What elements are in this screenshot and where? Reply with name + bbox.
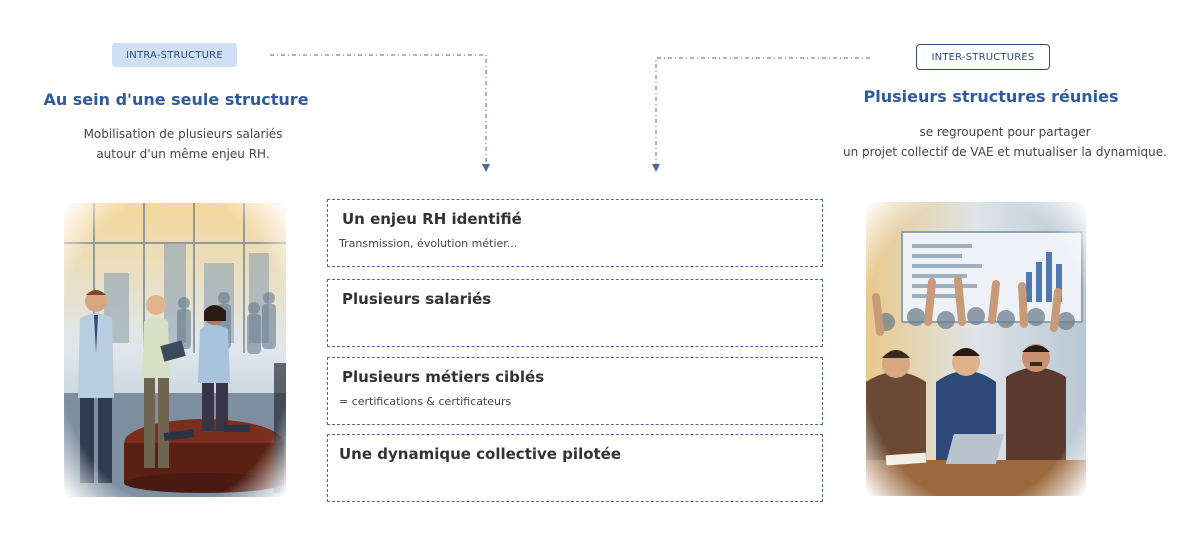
box-title: Une dynamique collective pilotée bbox=[339, 445, 622, 463]
inter-structures-heading: Plusieurs structures réunies bbox=[863, 87, 1119, 106]
box-metiers-cibles: Plusieurs métiers ciblés = certification… bbox=[327, 357, 823, 425]
box-enjeu-rh: Un enjeu RH identifié Transmission, évol… bbox=[327, 199, 823, 267]
box-title: Un enjeu RH identifié bbox=[342, 210, 522, 228]
audience-raising-hands-illustration bbox=[866, 202, 1086, 496]
box-title: Plusieurs métiers ciblés bbox=[342, 368, 545, 386]
intra-structure-heading: Au sein d'une seule structure bbox=[43, 90, 309, 109]
inter-structures-tag: INTER-STRUCTURES bbox=[916, 44, 1050, 70]
box-dynamique-collective: Une dynamique collective pilotée bbox=[327, 434, 823, 502]
intra-desc-line-1: Mobilisation de plusieurs salariés bbox=[83, 127, 283, 141]
intra-structure-tag: INTRA-STRUCTURE bbox=[112, 43, 237, 67]
inter-structures-description: se regroupent pour partager un projet co… bbox=[810, 122, 1200, 162]
box-subtitle: = certifications & certificateurs bbox=[339, 395, 512, 408]
intra-desc-line-2: autour d'un même enjeu RH. bbox=[96, 147, 270, 161]
inter-desc-line-2: un projet collectif de VAE et mutualiser… bbox=[843, 145, 1167, 159]
connector-right bbox=[652, 57, 870, 172]
box-subtitle: Transmission, évolution métier... bbox=[339, 237, 518, 250]
inter-desc-line-1: se regroupent pour partager bbox=[919, 125, 1091, 139]
box-plusieurs-salaries: Plusieurs salariés bbox=[327, 279, 823, 347]
connector-left bbox=[270, 54, 490, 172]
box-title: Plusieurs salariés bbox=[342, 290, 492, 308]
intra-structure-description: Mobilisation de plusieurs salariés autou… bbox=[60, 124, 306, 164]
office-meeting-illustration bbox=[64, 203, 286, 497]
